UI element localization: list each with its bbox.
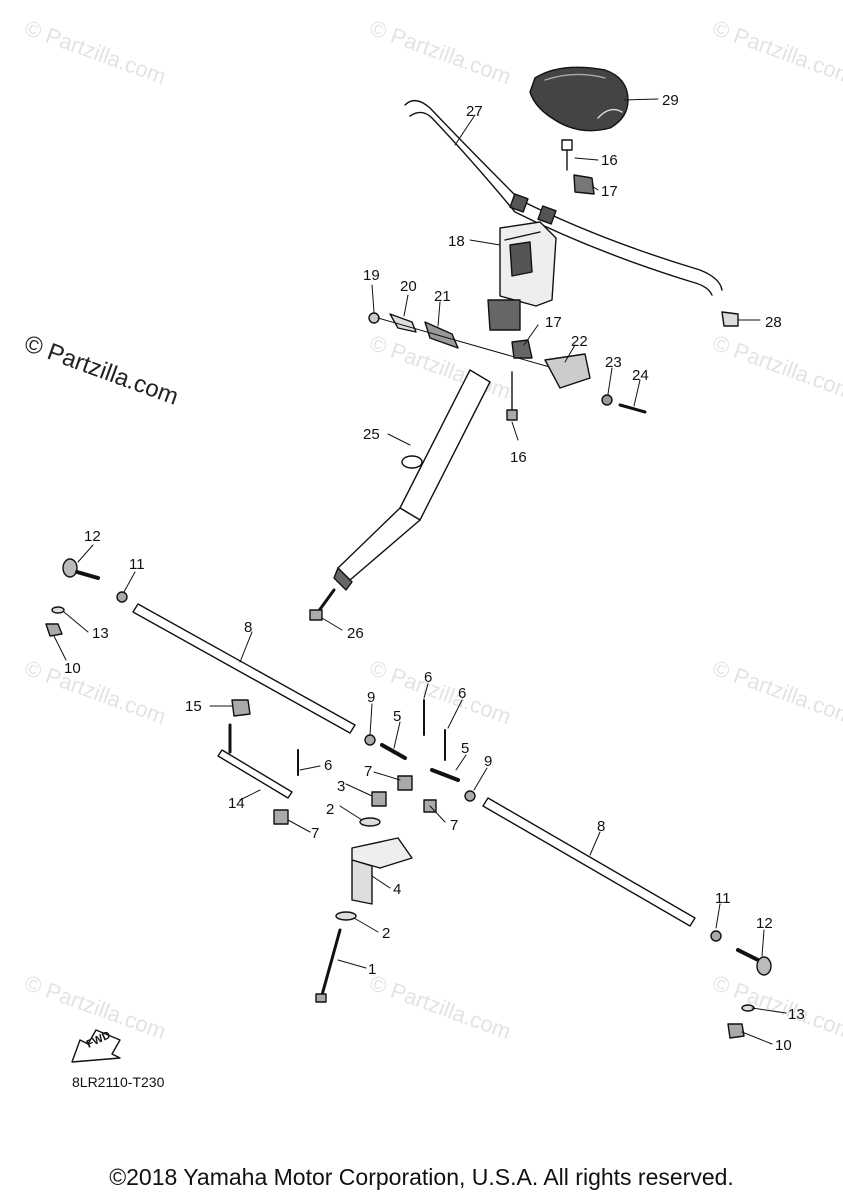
- callout-8: 8: [244, 619, 253, 636]
- callout-23: 23: [605, 354, 622, 371]
- tie-rod-part[interactable]: [482, 797, 696, 927]
- callout-25: 25: [363, 426, 380, 443]
- callout-12: 12: [84, 528, 101, 545]
- callout-8: 8: [597, 818, 606, 835]
- holder-part[interactable]: [544, 353, 591, 389]
- callout-11: 11: [129, 556, 145, 573]
- handlebar-part[interactable]: [404, 100, 723, 296]
- washer-part[interactable]: [601, 394, 613, 406]
- callout-17: 17: [545, 314, 562, 331]
- callout-10: 10: [64, 660, 81, 677]
- callout-16: 16: [601, 152, 618, 169]
- callout-24: 24: [632, 367, 649, 384]
- callout-7: 7: [364, 763, 373, 780]
- bracket-part[interactable]: [424, 321, 459, 349]
- callout-9: 9: [367, 689, 376, 706]
- callout-6: 6: [324, 757, 333, 774]
- callout-18: 18: [448, 233, 465, 250]
- callout-5: 5: [393, 708, 402, 725]
- handlebar-holder-part[interactable]: [499, 221, 557, 307]
- washer-part[interactable]: [51, 606, 65, 614]
- bolt-part[interactable]: [561, 139, 573, 171]
- callout-5: 5: [461, 740, 470, 757]
- callout-1: 1: [368, 961, 377, 978]
- callout-13: 13: [788, 1006, 805, 1023]
- steering-column-part[interactable]: [333, 299, 521, 591]
- callout-17: 17: [601, 183, 618, 200]
- callout-19: 19: [363, 267, 380, 284]
- diagram-code: 8LR2110-T230: [72, 1074, 165, 1090]
- callout-15: 15: [185, 698, 202, 715]
- callout-13: 13: [92, 625, 109, 642]
- callout-20: 20: [400, 278, 417, 295]
- callout-3: 3: [337, 778, 346, 795]
- callout-7: 7: [450, 817, 459, 834]
- pitman-arm-part[interactable]: [351, 837, 413, 905]
- copyright-notice: ©2018 Yamaha Motor Corporation, U.S.A. A…: [109, 1164, 734, 1190]
- callout-10: 10: [775, 1037, 792, 1054]
- callout-29: 29: [662, 92, 679, 109]
- tie-rod-part[interactable]: [132, 603, 356, 734]
- callout-4: 4: [393, 881, 402, 898]
- washer-part[interactable]: [359, 817, 381, 827]
- callout-28: 28: [765, 314, 782, 331]
- nut-part[interactable]: [273, 809, 289, 825]
- callout-21: 21: [434, 288, 451, 305]
- callout-11: 11: [715, 890, 731, 907]
- relay-rod-part[interactable]: [217, 749, 293, 799]
- callout-2: 2: [382, 925, 391, 942]
- nut-part[interactable]: [727, 1023, 745, 1039]
- clamp-part[interactable]: [573, 174, 595, 195]
- nut-part[interactable]: [231, 699, 251, 717]
- bolt-part[interactable]: [309, 588, 336, 621]
- washer-part[interactable]: [335, 911, 357, 921]
- callout-6: 6: [424, 669, 433, 686]
- callout-2: 2: [326, 801, 335, 818]
- nut-part[interactable]: [364, 734, 376, 746]
- screw-part[interactable]: [618, 403, 647, 414]
- callout-22: 22: [571, 333, 588, 350]
- tie-rod-end-part[interactable]: [380, 743, 407, 760]
- nut-part[interactable]: [464, 790, 476, 802]
- nut-part[interactable]: [116, 591, 128, 603]
- tie-rod-end-part[interactable]: [736, 948, 772, 976]
- callout-14: 14: [228, 795, 245, 812]
- callout-16: 16: [510, 449, 527, 466]
- callout-12: 12: [756, 915, 773, 932]
- bar-end-part[interactable]: [721, 311, 739, 327]
- tie-rod-end-part[interactable]: [62, 558, 100, 580]
- callout-9: 9: [484, 753, 493, 770]
- tie-rod-end-part[interactable]: [430, 768, 460, 782]
- callout-6: 6: [458, 685, 467, 702]
- nut-part[interactable]: [710, 930, 722, 942]
- callout-7: 7: [311, 825, 320, 842]
- nut-part[interactable]: [45, 623, 63, 637]
- callout-27: 27: [466, 103, 483, 120]
- clamp-part[interactable]: [511, 339, 533, 359]
- nut-part[interactable]: [371, 791, 387, 807]
- handlebar-pad-part[interactable]: [529, 66, 629, 132]
- bolt-part[interactable]: [315, 928, 342, 1003]
- callout-26: 26: [347, 625, 364, 642]
- fwd-arrow-icon: [71, 1029, 121, 1063]
- nut-part[interactable]: [397, 775, 413, 791]
